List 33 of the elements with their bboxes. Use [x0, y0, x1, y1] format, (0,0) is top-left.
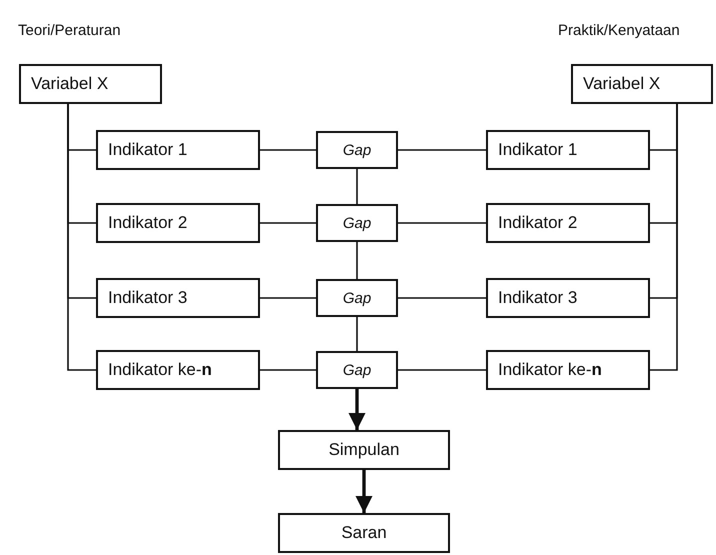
connector-line: [398, 297, 486, 299]
connector-line: [356, 242, 358, 279]
variable-box: Variabel X: [19, 64, 162, 104]
indicator-box: Indikator 1: [486, 130, 650, 170]
indicator-box: Indikator ke-n: [96, 350, 260, 390]
connector-line: [260, 149, 316, 151]
gap-box: Gap: [316, 131, 398, 169]
arrow: [356, 470, 372, 513]
column-heading: Praktik/Kenyataan: [558, 22, 680, 39]
indicator-box: Indikator 3: [96, 278, 260, 318]
indicator-box: Indikator 2: [96, 203, 260, 243]
process-box: Simpulan: [278, 430, 450, 470]
arrow: [348, 389, 366, 430]
connector-line: [398, 222, 486, 224]
connector-line: [356, 169, 358, 204]
connector-line: [398, 149, 486, 151]
connector-line: [260, 369, 316, 371]
column-heading: Teori/Peraturan: [18, 22, 121, 39]
indicator-box: Indikator ke-n: [486, 350, 650, 390]
connector-line: [356, 317, 358, 351]
indicator-box: Indikator 1: [96, 130, 260, 170]
connector-line: [650, 104, 678, 371]
indicator-box: Indikator 2: [486, 203, 650, 243]
variable-box: Variabel X: [571, 64, 713, 104]
connector-line: [260, 297, 316, 299]
gap-box: Gap: [316, 204, 398, 242]
gap-box: Gap: [316, 279, 398, 317]
connector-line: [260, 222, 316, 224]
connector-line: [398, 369, 486, 371]
connector-line: [67, 104, 96, 371]
indicator-box: Indikator 3: [486, 278, 650, 318]
gap-box: Gap: [316, 351, 398, 389]
process-box: Saran: [278, 513, 450, 553]
